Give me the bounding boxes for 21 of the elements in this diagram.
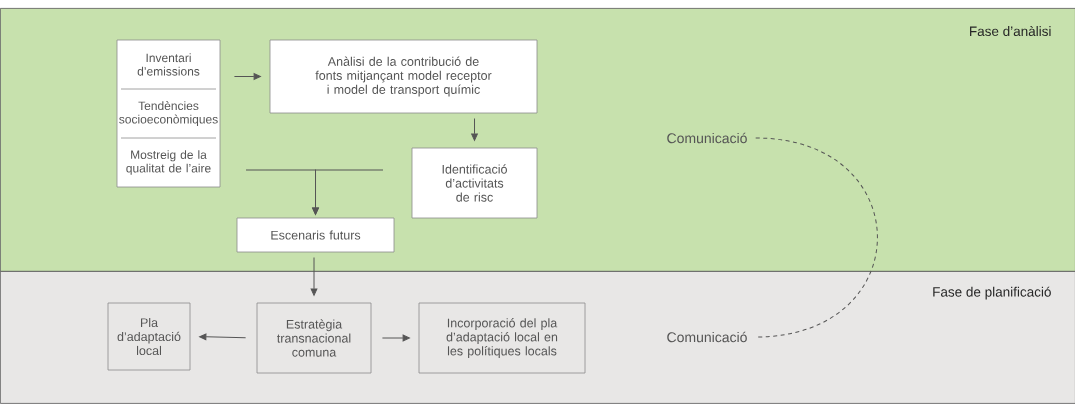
process-box: Escenaris futurs bbox=[236, 217, 395, 253]
arrow bbox=[381, 334, 410, 342]
box-text: Tendències socioeconòmiques bbox=[119, 101, 218, 126]
merge-arrow bbox=[312, 169, 384, 215]
arrow bbox=[199, 333, 247, 341]
input-box bbox=[116, 39, 221, 188]
box-text: Mostreig de la qualitat de l’aire bbox=[126, 150, 211, 175]
phase-heading: Fase d’anàlisi bbox=[970, 25, 1051, 37]
arrow bbox=[233, 73, 261, 80]
arrow bbox=[471, 117, 478, 141]
process-box: Pla d’adaptació local bbox=[107, 302, 191, 371]
dashed-connector bbox=[755, 137, 878, 338]
process-box: Anàlisi de la contribució de fonts mitjançant model receptor i model de transport químic bbox=[269, 39, 538, 114]
communication-label: Comunicació bbox=[667, 132, 747, 144]
box-text: Inventari d’emissions bbox=[137, 53, 200, 76]
arrow bbox=[310, 256, 318, 296]
process-box: Incorporació del pla d’adaptació local en les polítiques locals bbox=[418, 302, 586, 374]
phase-heading: Fase de planificació bbox=[933, 286, 1051, 300]
communication-label: Comunicació bbox=[667, 331, 747, 343]
process-box: Estratègia transnacional comuna bbox=[256, 302, 372, 374]
process-box: Identificació d’activitats de risc bbox=[411, 147, 538, 219]
